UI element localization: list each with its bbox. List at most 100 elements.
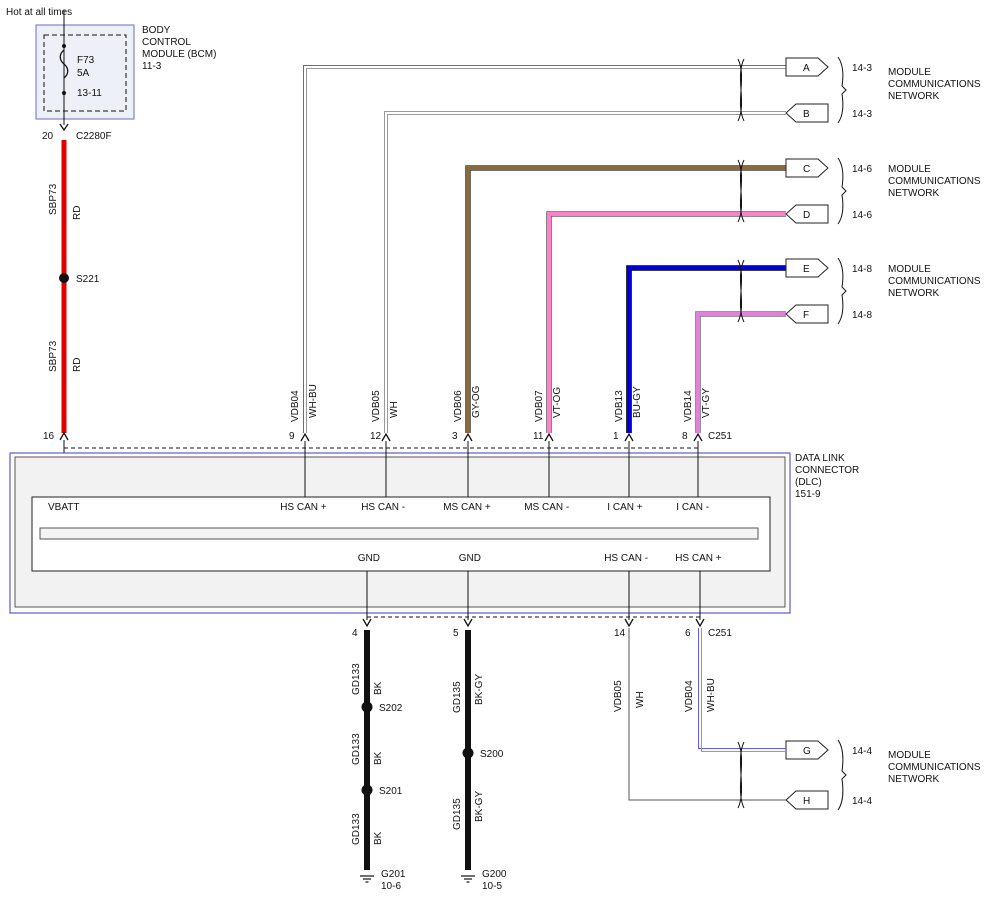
splice-s201	[361, 784, 373, 796]
ground-g200: G200	[482, 869, 507, 880]
wire-vdb05-b	[387, 114, 786, 433]
wire-vdb04-bottom-b	[701, 628, 786, 752]
pin-arrow-icon	[463, 432, 473, 442]
ground-circuit-label: GD133	[351, 813, 362, 845]
dlc-title-2: CONNECTOR	[795, 465, 859, 476]
dlc-bottom-connector: C251	[708, 628, 732, 639]
dlc-pin-3: 3	[452, 431, 458, 442]
dlc-pin-1: 1	[613, 431, 619, 442]
twist-icon	[737, 741, 745, 809]
dlc-title-1: DATA LINK	[795, 453, 845, 464]
bcm-box	[35, 24, 135, 120]
connector-tag-d	[785, 204, 829, 224]
tag-letter-c: C	[803, 164, 810, 175]
twist-icon	[737, 259, 745, 323]
ground-circuit-label: GD135	[452, 798, 463, 830]
pin-arrow-icon	[544, 432, 554, 442]
wire-vdb07	[547, 212, 786, 433]
pin-arrow-icon	[381, 432, 391, 442]
dlc-pin-12: 12	[370, 431, 382, 442]
network-label-3-1: COMMUNICATIONS	[888, 762, 981, 773]
brace	[837, 257, 847, 325]
dlc-label-5: I CAN -	[676, 502, 709, 513]
bcm-line-2: CONTROL	[142, 37, 191, 48]
ground-ref-g200: 10-5	[482, 881, 502, 892]
network-label-0-2: NETWORK	[888, 91, 939, 102]
dlc-bottom-pin-5: 5	[453, 628, 459, 639]
dlc-pin-8: 8	[682, 431, 688, 442]
ground-color-label: BK-GY	[474, 674, 485, 705]
splice-label-s200: S200	[480, 749, 504, 760]
ground-circuit-label: GD133	[351, 733, 362, 765]
dlc-bottom-label-0: GND	[358, 553, 380, 564]
bottom-circuit-vdb04: VDB04	[684, 680, 695, 712]
tag-ref-b: 14-3	[852, 109, 872, 120]
tag-letter-g: G	[803, 746, 811, 757]
bottom-pin-icon	[463, 618, 473, 628]
network-label-3-0: MODULE	[888, 750, 931, 761]
wire-vdb05-bottom	[628, 628, 786, 801]
s221-splice	[59, 273, 69, 283]
fuse-rating: 5A	[77, 68, 90, 79]
circuit-vdb13: VDB13	[614, 390, 625, 422]
ground-color-label: BK-GY	[474, 791, 485, 822]
color-gy-og: GY-OG	[471, 385, 482, 418]
ground-circuit-label: GD133	[351, 663, 362, 695]
circuit-vdb14: VDB14	[683, 390, 694, 422]
dlc-pin-11: 11	[533, 431, 544, 442]
tag-ref-a: 14-3	[852, 63, 872, 74]
splice-s200	[462, 747, 474, 759]
wire-vdb04-bottom	[698, 628, 786, 749]
network-label-1-2: NETWORK	[888, 188, 939, 199]
fuse-ref: 13-11	[77, 88, 102, 99]
ground-g201: G201	[381, 869, 406, 880]
dlc-connector: DATA LINK CONNECTOR (DLC) 151-9 VBATT C2…	[9, 431, 859, 639]
connector-tag-a	[785, 57, 829, 77]
dlc-bottom-pin-6: 6	[685, 628, 691, 639]
dlc-label-4: I CAN +	[607, 502, 642, 513]
color-wh-bu: WH-BU	[308, 384, 319, 418]
network-label-2-1: COMMUNICATIONS	[888, 276, 981, 287]
bcm-line-1: BODY	[142, 25, 171, 36]
sbp73-lower: SBP73	[48, 340, 59, 372]
dlc-label-3: MS CAN -	[524, 502, 569, 513]
pin-arrow-icon	[300, 432, 310, 442]
wire-vdb13	[627, 266, 786, 433]
brace	[837, 739, 847, 811]
dlc-bottom-pin-14: 14	[614, 628, 626, 639]
connector-tag-g	[785, 740, 829, 760]
dlc-pin-9: 9	[289, 431, 295, 442]
color-wh: WH	[389, 401, 400, 418]
tag-ref-g: 14-4	[852, 746, 872, 757]
color-vt-gy: VT-GY	[701, 388, 712, 418]
network-label-0-0: MODULE	[888, 67, 931, 78]
tag-ref-f: 14-8	[852, 310, 872, 321]
ground-color-label: BK	[373, 831, 384, 845]
power-section: Hot at all times F73 5A 13-11 BODY CONTR…	[6, 7, 216, 497]
dlc-bottom-label-3: HS CAN +	[675, 553, 722, 564]
sbp73-upper: SBP73	[48, 183, 59, 215]
fuse-icon	[59, 49, 69, 79]
s221-label: S221	[76, 274, 100, 285]
circuit-vdb05: VDB05	[371, 390, 382, 422]
twist-icon	[737, 159, 745, 223]
tag-letter-e: E	[803, 264, 810, 275]
c2280f-pin-icon	[59, 123, 69, 132]
network-label-2-0: MODULE	[888, 264, 931, 275]
fuse-name: F73	[77, 55, 95, 66]
splice-label-s201: S201	[379, 786, 403, 797]
network-label-0-1: COMMUNICATIONS	[888, 79, 981, 90]
network-label-3-2: NETWORK	[888, 774, 939, 785]
wire-vdb04-b	[306, 68, 786, 433]
bcm-line-3: MODULE (BCM)	[142, 49, 216, 60]
tag-letter-b: B	[803, 109, 810, 120]
splice-s202	[361, 701, 373, 713]
bottom-pin-icon	[695, 618, 705, 628]
hot-at-all-times-label: Hot at all times	[6, 7, 72, 18]
ground-color-label: BK	[373, 751, 384, 765]
wire-vdb06	[466, 166, 786, 433]
wire-vdb04	[303, 65, 786, 433]
dlc-pin-16: 16	[43, 431, 55, 442]
